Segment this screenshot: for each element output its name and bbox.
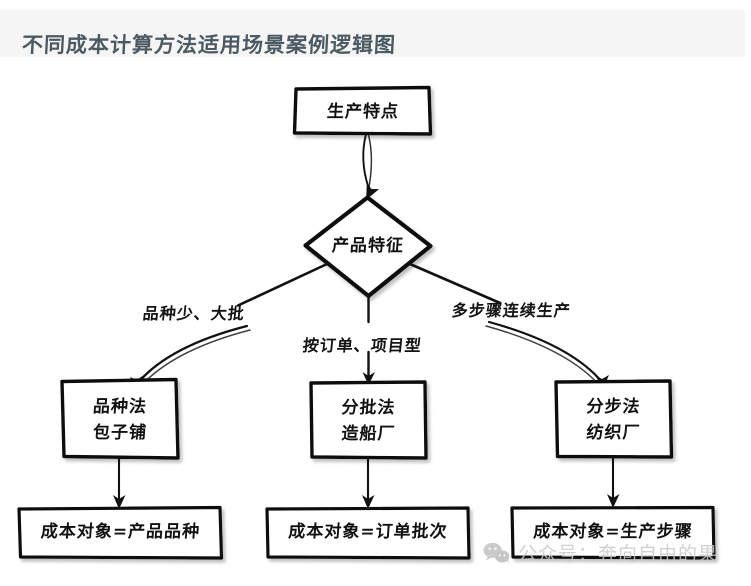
node-decision[interactable]	[303, 195, 433, 299]
node-result-right[interactable]	[510, 505, 716, 560]
edge-method-left-to-result-left	[113, 456, 126, 509]
edge-method-right-to-result-right	[607, 455, 620, 508]
node-method-left[interactable]	[60, 377, 180, 460]
node-result-middle[interactable]	[265, 506, 471, 560]
watermark-text: 公众号：奔向自由的果	[518, 543, 719, 565]
node-start[interactable]	[292, 85, 433, 136]
edge-decision-to-method-middle	[362, 294, 375, 385]
node-result-left[interactable]	[17, 505, 224, 560]
edge-decision-to-method-right	[408, 262, 609, 389]
header-bar: 不同成本计算方法适用场景案例逻辑图	[0, 10, 745, 57]
node-method-right[interactable]	[554, 379, 674, 459]
edge-start-to-decision	[362, 133, 380, 200]
watermark: 公众号：奔向自由的果	[483, 539, 718, 566]
edge-method-middle-to-result-middle	[362, 456, 375, 509]
node-method-middle[interactable]	[309, 380, 428, 460]
edge-decision-to-method-left	[130, 262, 329, 389]
wechat-icon	[483, 541, 511, 565]
